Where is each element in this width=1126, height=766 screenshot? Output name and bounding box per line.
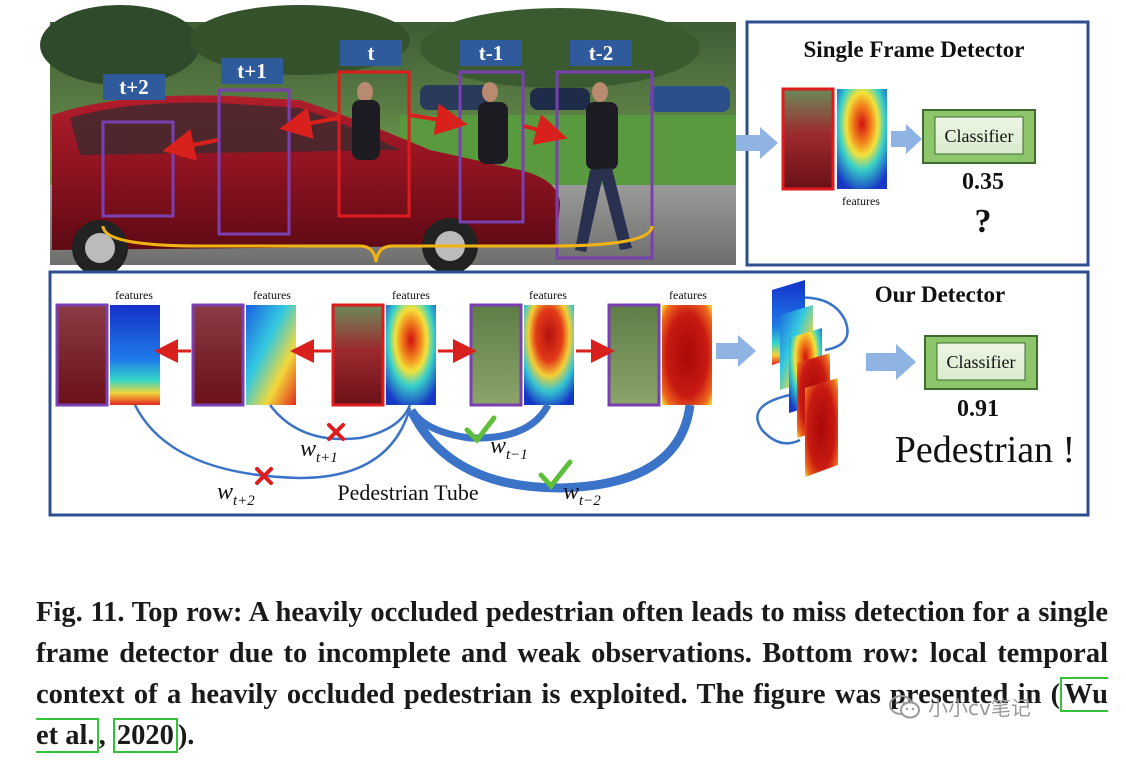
arrow-right-icon — [891, 124, 922, 154]
wechat-icon — [889, 694, 920, 718]
figure-caption: Fig. 11. Top row: A heavily occluded ped… — [36, 592, 1108, 756]
caption-cite-separator: , — [98, 720, 113, 751]
time-labels: t+2 t+1 t t-1 t-2 — [103, 40, 632, 100]
pedestrian-result: Pedestrian ! — [895, 429, 1075, 471]
weight-label-t-plus-2: wt+2 — [217, 479, 255, 509]
single-heatmap — [837, 89, 887, 189]
time-label: t+2 — [119, 75, 148, 99]
frame-pair: features — [191, 288, 296, 407]
check-icon — [538, 459, 573, 490]
frame-pair: features — [55, 288, 160, 407]
features-label: features — [253, 288, 291, 302]
caption-text-end: ). — [177, 720, 195, 751]
weight-label-t-minus-1: wt−1 — [490, 433, 528, 463]
single-frame-panel: Single Frame Detector features Classifie… — [736, 20, 1090, 267]
our-score: 0.91 — [957, 396, 999, 422]
question-mark: ? — [975, 203, 992, 240]
time-label: t-2 — [589, 41, 614, 65]
single-score: 0.35 — [962, 169, 1004, 195]
pedestrian-tube-label: Pedestrian Tube — [337, 480, 478, 505]
single-features-label: features — [842, 194, 880, 208]
feature-stack — [756, 280, 849, 477]
features-label: features — [669, 288, 707, 302]
weight-label-t-plus-1: wt+1 — [300, 436, 338, 466]
features-label: features — [392, 288, 430, 302]
features-label: features — [529, 288, 567, 302]
arrow-right-icon — [866, 344, 916, 380]
frame-pair: features — [469, 288, 574, 407]
our-detector-title: Our Detector — [875, 282, 1006, 307]
single-frame-title: Single Frame Detector — [804, 37, 1025, 62]
figure: t+2 t+1 t t-1 t-2 Single Frame Detector … — [40, 5, 1090, 517]
our-detector-panel: Our Detector features features features … — [48, 270, 1090, 517]
our-classifier-label: Classifier — [947, 352, 1016, 372]
single-classifier-label: Classifier — [945, 126, 1014, 146]
cross-icon — [327, 423, 345, 441]
frame-pair: features — [331, 288, 436, 407]
check-icon — [464, 415, 497, 444]
frame-pair: features — [607, 288, 712, 407]
single-crop — [781, 87, 835, 191]
watermark: 小小cv笔记 — [888, 692, 1031, 721]
time-label: t+1 — [237, 59, 266, 83]
time-label: t — [368, 41, 375, 65]
features-label: features — [115, 288, 153, 302]
watermark-text: 小小cv笔记 — [928, 696, 1031, 720]
arrow-right-icon — [716, 335, 756, 367]
arrow-right-icon — [736, 127, 778, 159]
citation-year-link[interactable]: 2020 — [112, 718, 178, 753]
citation-author-link[interactable]: Wu et al. — [36, 677, 1108, 753]
cross-icon — [255, 467, 273, 485]
weight-label-t-minus-2: wt−2 — [563, 479, 601, 509]
time-label: t-1 — [479, 41, 504, 65]
